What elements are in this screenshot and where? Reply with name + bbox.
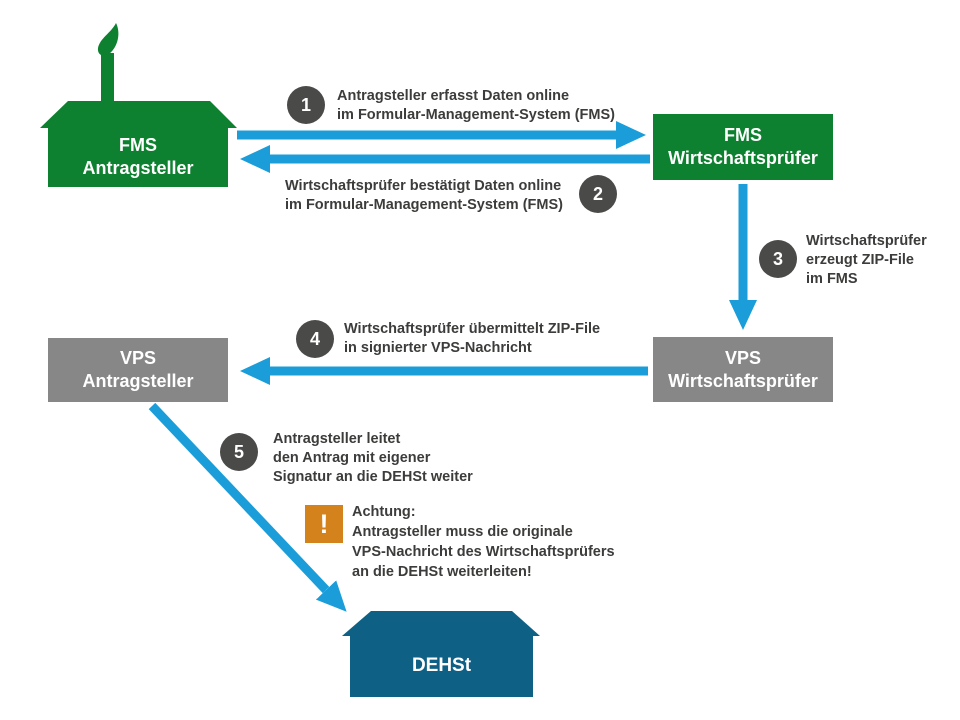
step-text-line: im FMS	[806, 271, 858, 287]
step-4-badge: 4	[296, 320, 334, 358]
step-text-line: Antragsteller leitet	[273, 431, 401, 447]
fms-wirtschaftspruefer-label: FMS Wirtschaftsprüfer	[653, 114, 833, 180]
fms-wirtschaftspruefer-box	[653, 114, 833, 180]
flame-icon	[97, 23, 119, 56]
chimney	[101, 53, 114, 105]
step-text-line: Antragsteller erfasst Daten online	[337, 88, 570, 104]
vps-wirtschaftspruefer-box	[653, 337, 833, 402]
step-1-badge: 1	[287, 86, 325, 124]
step-text-line: im Formular-Management-System (FMS)	[337, 107, 615, 123]
node-label-line: DEHSt	[411, 655, 472, 676]
step-text-line: Wirtschaftsprüfer	[806, 233, 927, 249]
vps-wirtschaftspruefer-label: VPS Wirtschaftsprüfer	[653, 337, 833, 402]
dehst-house	[342, 611, 540, 697]
step-3-text: Wirtschaftsprüfer erzeugt ZIP-File im FM…	[806, 232, 927, 289]
step-3-badge: 3	[759, 240, 797, 278]
node-label-line: Antragsteller	[82, 371, 194, 391]
warning-text: Achtung: Antragsteller muss die original…	[352, 502, 615, 582]
step-text-line: Wirtschaftsprüfer bestätigt Daten online	[285, 178, 562, 194]
node-label-line: FMS	[724, 125, 762, 145]
arrow-step5	[148, 402, 347, 612]
step-text-line: im Formular-Management-System (FMS)	[285, 197, 563, 213]
node-label-line: Wirtschaftsprüfer	[668, 148, 818, 168]
step-2-badge: 2	[579, 175, 617, 213]
fms-antragsteller-house	[40, 23, 237, 187]
step-text-line: in signierter VPS-Nachricht	[344, 340, 532, 356]
dehst-body	[350, 634, 533, 697]
node-label-line: Wirtschaftsprüfer	[668, 370, 818, 391]
step-4-text: Wirtschaftsprüfer übermittelt ZIP-File i…	[344, 320, 600, 358]
warning-icon: !	[305, 505, 343, 543]
step-5-badge: 5	[220, 433, 258, 471]
fms-antragsteller-label: FMS Antragsteller	[48, 126, 228, 187]
step-text-line: Wirtschaftsprüfer übermittelt ZIP-File	[344, 321, 601, 337]
node-label-line: Antragsteller	[82, 157, 194, 178]
node-label-line: VPS	[724, 347, 762, 368]
warning-title: Achtung:	[352, 504, 416, 520]
dehst-roof	[342, 611, 540, 636]
step-text-line: den Antrag mit eigener	[273, 450, 431, 466]
warning-line: an die DEHSt weiterleiten!	[352, 564, 532, 580]
house-roof	[40, 101, 237, 128]
step-5-text: Antragsteller leitet den Antrag mit eige…	[273, 430, 473, 487]
node-label-line: FMS	[119, 134, 157, 155]
step-text-line: erzeugt ZIP-File	[806, 252, 914, 268]
step-1-text: Antragsteller erfasst Daten online im Fo…	[337, 87, 615, 125]
node-label-line: VPS	[119, 348, 157, 368]
warning-line: VPS-Nachricht des Wirtschaftsprüfers	[352, 544, 615, 560]
step-text-line: Signatur an die DEHSt weiter	[273, 469, 473, 485]
vps-antragsteller-label: VPS Antragsteller	[48, 338, 228, 402]
dehst-label: DEHSt	[350, 634, 533, 697]
step-2-text: Wirtschaftsprüfer bestätigt Daten online…	[285, 177, 563, 215]
house-body	[48, 126, 228, 187]
warning-line: Antragsteller muss die originale	[352, 524, 573, 540]
vps-antragsteller-box	[48, 338, 228, 402]
